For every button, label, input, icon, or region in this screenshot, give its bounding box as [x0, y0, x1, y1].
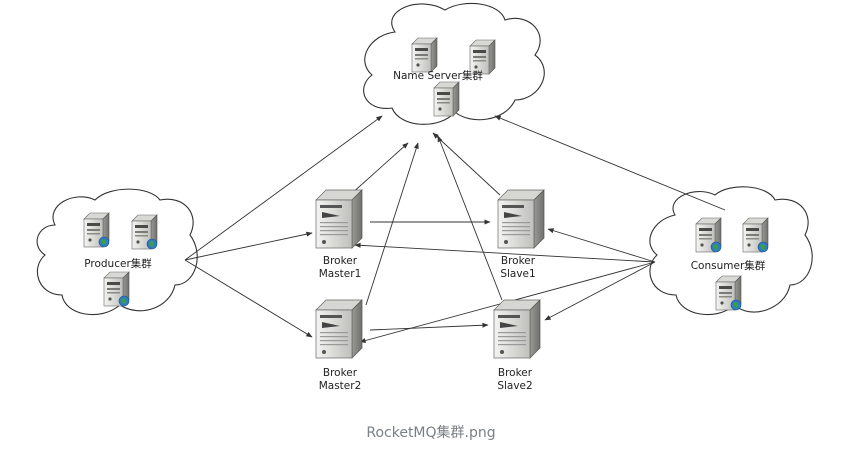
broker-master2-server-icon [315, 299, 363, 359]
consumer-cloud [649, 186, 813, 316]
consumer-server-icon [742, 217, 769, 253]
producer-server-icon [83, 212, 110, 248]
producer-label: Producer集群 [84, 257, 152, 270]
arrow-producer-master2 [184, 259, 313, 338]
arrows [184, 115, 726, 343]
broker-master1-label-line2: Master1 [319, 268, 362, 280]
broker-master2-label-line2: Master2 [319, 380, 362, 392]
rocketmq-cluster-diagram: Name Server集群 Producer集群 Consumer集群 Brok… [36, 2, 813, 392]
arrow-producer-nameserver [184, 115, 383, 261]
name-server-icon [411, 37, 438, 73]
broker-slave2-label-line1: Broker [498, 367, 533, 379]
name-server-label: Name Server集群 [393, 69, 483, 82]
broker-master2-label-line1: Broker [323, 367, 358, 379]
producer-server-icon [131, 214, 158, 250]
broker-master1-server-icon [315, 189, 363, 249]
consumer-server-icon [695, 217, 722, 253]
broker-slave2-server-icon [493, 299, 541, 359]
consumer-server-icon [715, 275, 742, 311]
arrow-master2-nameserver [365, 142, 419, 306]
broker-master1-label-line1: Broker [323, 255, 358, 267]
name-server-icon [469, 39, 496, 75]
arrow-consumer-master1 [354, 242, 656, 263]
arrow-master2-slave2 [369, 322, 489, 331]
broker-slave2-label-line2: Slave2 [497, 380, 532, 392]
arrow-consumer-slave2 [544, 261, 656, 321]
arrow-consumer-nameserver [494, 115, 726, 211]
broker-slave1-server-icon [497, 189, 545, 249]
broker-slave1-label-line2: Slave1 [500, 268, 535, 280]
arrow-slave2-nameserver [437, 135, 503, 301]
arrow-master1-nameserver [349, 142, 409, 196]
broker-slave1-label-line1: Broker [501, 255, 536, 267]
arrow-consumer-slave1 [547, 228, 656, 263]
consumer-label: Consumer集群 [691, 259, 766, 272]
arrow-producer-master1 [184, 231, 313, 261]
producer-server-icon [103, 271, 130, 307]
image-caption: RocketMQ集群.png [366, 425, 496, 441]
arrow-slave1-nameserver [432, 132, 501, 196]
name-server-cloud [363, 2, 545, 125]
name-server-icon [433, 81, 460, 117]
